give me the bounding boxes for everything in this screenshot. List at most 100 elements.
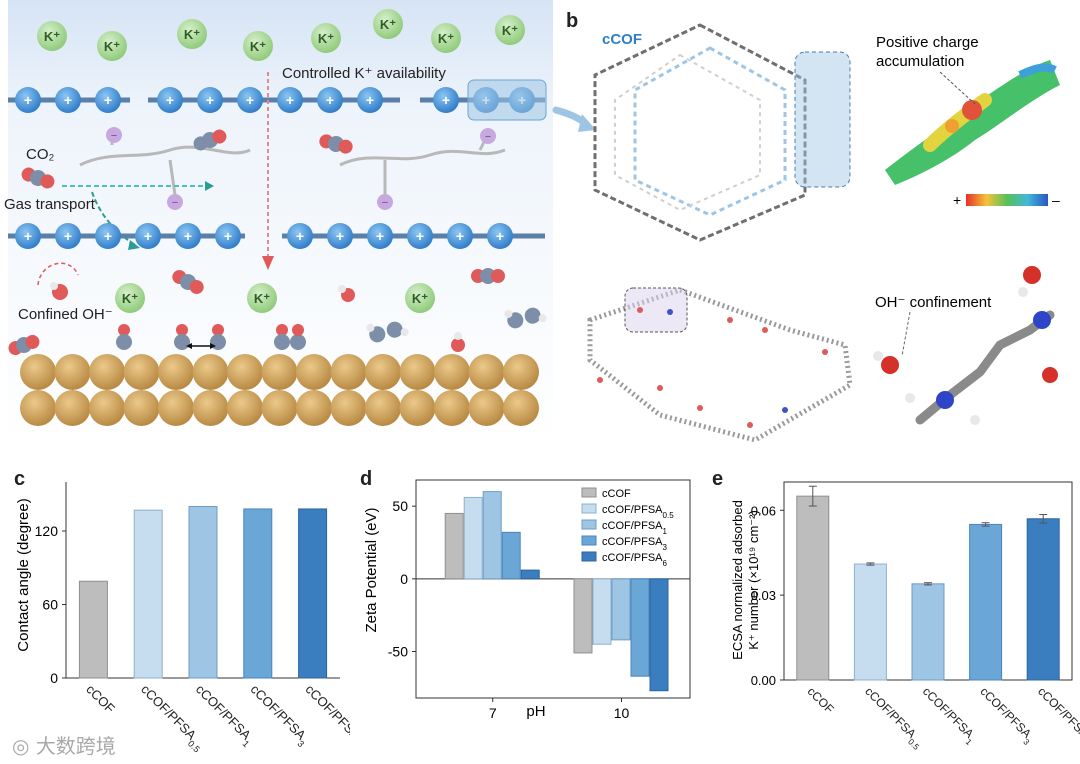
bar	[796, 495, 830, 681]
ccof-chain-upper: ++++++++++++	[8, 79, 547, 121]
cu-atom	[54, 390, 91, 426]
co2-molecules	[21, 129, 505, 294]
plus-sign: +	[326, 92, 334, 108]
oh-ions	[50, 282, 465, 352]
watermark-text: 大数跨境	[35, 734, 116, 758]
k-ion-label: K⁺	[318, 31, 334, 46]
pointer-line	[939, 71, 976, 105]
bar	[630, 578, 650, 677]
cationic-site: +	[215, 223, 241, 249]
y-tick-label: 0.03	[751, 588, 776, 603]
cu-atom	[192, 354, 229, 390]
cu-atom	[468, 390, 505, 426]
pore-ball-stick	[587, 287, 853, 443]
legend-swatch	[581, 503, 597, 514]
co2-molecule	[471, 268, 505, 284]
panel-label-e: e	[712, 468, 724, 490]
sulfonate-groups: − − − −	[106, 127, 496, 210]
bar	[969, 523, 1003, 681]
cationic-site: +	[287, 223, 313, 249]
x-tick-label: cCOF/PFSA0.5	[859, 684, 927, 752]
cu-atom	[399, 354, 436, 390]
cationic-site: +	[95, 87, 121, 113]
chart-c-y-axis-label: Contact angle (degree)	[15, 498, 32, 651]
cationic-site: +	[317, 87, 343, 113]
y-tick-label: 60	[42, 597, 58, 613]
cu-atom	[261, 354, 298, 390]
scale-minus-label: –	[1052, 192, 1060, 208]
bar	[520, 569, 540, 580]
legend-label: cCOF/PFSA0.5	[602, 504, 674, 520]
co2-molecule	[172, 270, 204, 294]
bar	[444, 512, 464, 580]
plus-sign: +	[286, 92, 294, 108]
positive-charge-label-line1: Positive charge	[876, 34, 979, 51]
k-ion-label: K⁺	[380, 17, 396, 32]
adsorbed-species	[8, 307, 547, 356]
cu-atom	[296, 390, 332, 426]
highlight-box	[467, 79, 547, 121]
k-ion: K⁺	[373, 9, 403, 39]
k-ion: K⁺	[115, 283, 145, 313]
x-tick-label: cCOF/PFSA6	[1032, 684, 1080, 747]
cationic-site: +	[433, 87, 459, 113]
plus-sign: +	[64, 228, 72, 244]
k-ion-label: K⁺	[502, 23, 518, 38]
cationic-site: +	[487, 223, 513, 249]
k-ion: K⁺	[177, 19, 207, 49]
watermark-logo: ◎ 大数跨境	[12, 734, 116, 758]
k-ion-group-lower: K⁺ K⁺ K⁺	[115, 283, 435, 313]
pointer-line	[901, 311, 911, 357]
k-ion: K⁺	[431, 23, 461, 53]
cationic-site: +	[197, 87, 223, 113]
k-ion: K⁺	[311, 23, 341, 53]
positive-charge-label-line2: accumulation	[876, 53, 964, 70]
bar	[501, 531, 521, 580]
cationic-site: +	[237, 87, 263, 113]
sulfonate-minus: −	[172, 197, 178, 209]
x-tick-label: 10	[614, 705, 630, 721]
cu-atom	[434, 354, 470, 390]
k-ion: K⁺	[243, 31, 273, 61]
arrow-head-icon	[262, 256, 274, 270]
legend-swatch	[581, 535, 597, 546]
bar	[188, 506, 218, 679]
panel-label-d: d	[360, 468, 373, 490]
k-ion-label: K⁺	[438, 31, 454, 46]
cationic-site: +	[407, 223, 433, 249]
bar	[463, 496, 483, 580]
cationic-site: +	[157, 87, 183, 113]
plot-frame	[415, 479, 691, 699]
ccof-framework	[593, 23, 851, 242]
x-tick-label: cCOF/PFSA3	[975, 684, 1038, 747]
cu-atom	[330, 390, 367, 426]
k-ion-label: K⁺	[104, 39, 120, 54]
sulfonate-minus: −	[485, 131, 491, 143]
k-ion-label: K⁺	[184, 27, 200, 42]
bar	[573, 578, 593, 654]
cationic-site: +	[15, 87, 41, 113]
y-tick-label: -50	[388, 643, 408, 659]
k-ion: K⁺	[495, 15, 525, 45]
ccof-label: cCOF	[602, 31, 642, 48]
ccof-chain-lower: ++++++++++++	[8, 223, 545, 249]
y-tick-label: 0.06	[751, 503, 776, 518]
cu-atom	[20, 390, 56, 426]
cu-atom	[89, 390, 125, 426]
co2-molecule	[319, 134, 353, 154]
cationic-site: +	[135, 223, 161, 249]
k-ion-label: K⁺	[122, 291, 138, 306]
cationic-site: +	[95, 223, 121, 249]
esp-color-scale	[966, 194, 1048, 206]
cu-atom	[503, 354, 539, 390]
cu-atom	[123, 390, 160, 426]
controlled-k-availability-text: Controlled K⁺ availability	[282, 65, 446, 82]
cationic-site: +	[55, 223, 81, 249]
bar	[1026, 518, 1060, 681]
oh-confinement-closeup	[873, 266, 1058, 425]
x-tick-label: cCOF	[805, 684, 837, 716]
bar	[911, 583, 945, 681]
x-tick-label: cCOF	[83, 682, 118, 717]
plus-sign: +	[24, 228, 32, 244]
